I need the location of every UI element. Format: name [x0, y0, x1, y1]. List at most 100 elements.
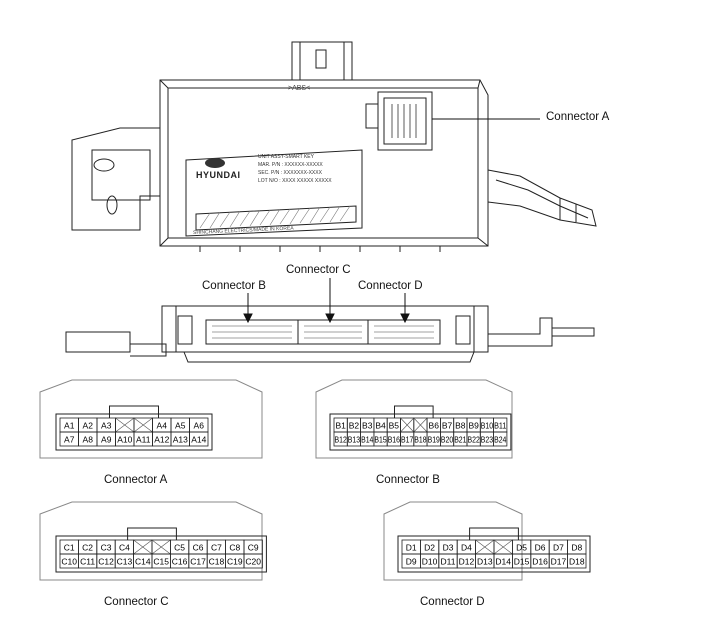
pin-label: B5	[389, 421, 400, 431]
pin-label: B17	[401, 435, 414, 445]
pin-label: D4	[461, 543, 472, 553]
connector-a-caption: Connector A	[104, 474, 168, 486]
empty-pin-mark	[493, 539, 513, 555]
brand-logo-text: HYUNDAI	[196, 170, 241, 180]
connector-d-callout: Connector D	[358, 280, 423, 292]
empty-pin-mark	[400, 417, 415, 433]
empty-pin-mark	[413, 417, 428, 433]
pin-label: B23	[481, 435, 494, 445]
connector-b-callout: Connector B	[202, 280, 266, 292]
pin-label: B9	[468, 421, 479, 431]
pin-label: D2	[424, 543, 435, 553]
pin-label: C2	[82, 543, 93, 553]
pin-label: D3	[443, 543, 454, 553]
pin-label: B20	[441, 435, 454, 445]
pin-label: B15	[374, 435, 387, 445]
pin-label: B7	[442, 421, 453, 431]
pin-label: D11	[441, 557, 456, 567]
connector-d-caption: Connector D	[420, 596, 485, 608]
pin-label: A9	[101, 435, 112, 445]
pin-label: C13	[117, 557, 133, 567]
pin-label: B24	[494, 435, 507, 445]
pin-cell	[567, 553, 587, 569]
pin-cell	[243, 553, 263, 569]
pin-label: D15	[514, 557, 530, 567]
empty-pin-mark	[115, 417, 135, 433]
pin-label: A10	[117, 435, 132, 445]
pin-label: C5	[174, 543, 185, 553]
pin-label: D14	[495, 557, 511, 567]
pin-label: D1	[406, 543, 417, 553]
pin-label: A12	[154, 435, 169, 445]
pin-label: A4	[157, 421, 168, 431]
pin-label: D12	[459, 557, 475, 567]
pin-label: B22	[468, 435, 481, 445]
pin-label: D13	[477, 557, 493, 567]
pin-cell	[189, 431, 209, 447]
connector-c-caption: Connector C	[104, 596, 169, 608]
pin-label: D18	[569, 557, 585, 567]
empty-pin-mark	[475, 539, 495, 555]
abs-marking: >ABS<	[288, 85, 311, 92]
pin-label: D16	[532, 557, 548, 567]
pin-label: D8	[571, 543, 582, 553]
pin-label: A3	[101, 421, 112, 431]
pin-label: C18	[209, 557, 225, 567]
pin-label: B19	[428, 435, 441, 445]
pin-cell	[493, 431, 508, 447]
pin-label: C8	[229, 543, 240, 553]
pin-label: C9	[248, 543, 259, 553]
pin-label: B14	[361, 435, 374, 445]
svg-text:UNIT ASSY-SMART KEY: UNIT ASSY-SMART KEY	[258, 154, 315, 160]
pin-label: C11	[80, 557, 95, 567]
pin-label: B4	[375, 421, 386, 431]
pin-label: A13	[173, 435, 188, 445]
pin-label: C10	[61, 557, 77, 567]
pin-label: C14	[135, 557, 151, 567]
pin-label: B1	[335, 421, 346, 431]
pin-label: B13	[348, 435, 361, 445]
pin-label: A11	[136, 435, 151, 445]
pin-label: C17	[190, 557, 206, 567]
pin-label: A14	[191, 435, 206, 445]
pin-label: C6	[193, 543, 204, 553]
pin-label: D17	[551, 557, 567, 567]
pin-label: B10	[481, 421, 494, 431]
connector-b-caption: Connector B	[376, 474, 440, 486]
pin-label: B2	[349, 421, 360, 431]
pin-label: B21	[454, 435, 467, 445]
pin-label: A2	[83, 421, 94, 431]
pin-label: C12	[98, 557, 114, 567]
connector-c-callout: Connector C	[286, 264, 351, 276]
pin-label: B18	[414, 435, 427, 445]
svg-text:MAR. P/N : XXXXXX-XXXXX: MAR. P/N : XXXXXX-XXXXX	[258, 162, 323, 168]
pin-label: B11	[494, 421, 507, 431]
pin-label: A7	[64, 435, 75, 445]
pin-label: C3	[101, 543, 112, 553]
pin-label: B12	[335, 435, 348, 445]
pin-label: D5	[516, 543, 527, 553]
pin-label: A1	[64, 421, 75, 431]
pin-label: C16	[172, 557, 188, 567]
empty-pin-mark	[133, 539, 153, 555]
pin-label: C1	[64, 543, 75, 553]
empty-pin-mark	[151, 539, 171, 555]
pin-label: A6	[194, 421, 205, 431]
pin-label: B6	[429, 421, 440, 431]
pin-label: B16	[388, 435, 401, 445]
pin-label: C19	[227, 557, 243, 567]
pin-label: A5	[175, 421, 186, 431]
empty-pin-mark	[133, 417, 153, 433]
connector-a-callout: Connector A	[546, 111, 610, 123]
pin-label: C4	[119, 543, 130, 553]
pin-label: D7	[553, 543, 564, 553]
pin-label: C7	[211, 543, 222, 553]
pin-label: D6	[535, 543, 546, 553]
pin-label: B8	[455, 421, 466, 431]
